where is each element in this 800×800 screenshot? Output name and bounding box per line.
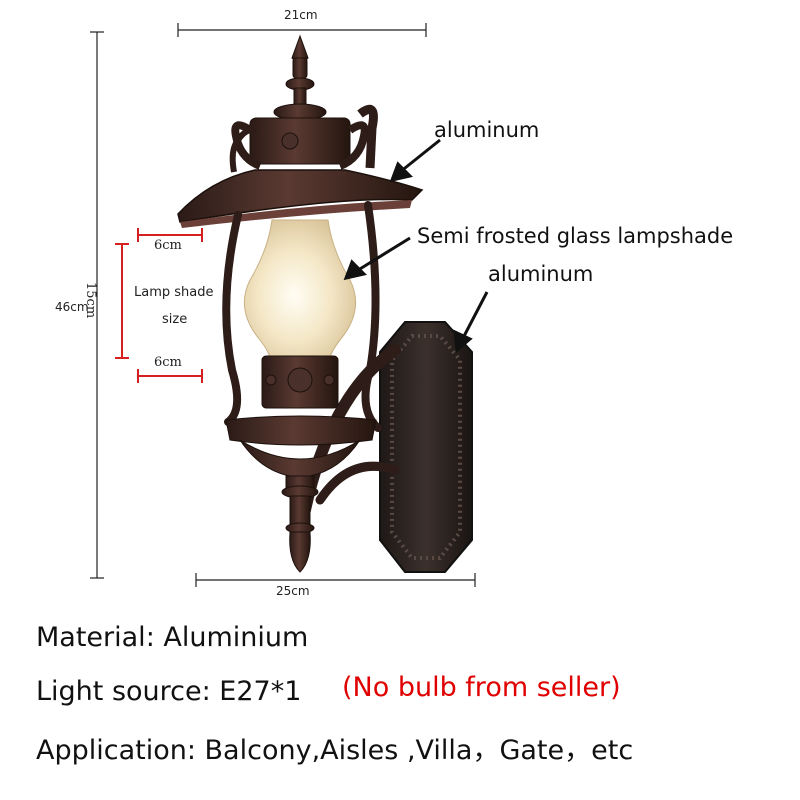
shade-bottom-label: 6cm [154, 355, 182, 370]
top-cap [229, 104, 378, 173]
spec-material: Material: Aluminium [36, 622, 309, 653]
callout-glass: Semi frosted glass lampshade [417, 224, 734, 248]
lamp-diagram [90, 23, 489, 587]
top-width-dimension-line [177, 23, 427, 37]
shade-top-label: 6cm [154, 238, 182, 253]
bottom-width-label: 25cm [276, 584, 310, 598]
callout-top-cap: aluminum [434, 118, 540, 142]
height-dimension-line [90, 31, 104, 579]
spec-application: Application: Balcony,Aisles ,Villa，Gate，… [36, 735, 634, 766]
shade-height-label: 15cm [83, 282, 98, 319]
callout-backplate: aluminum [488, 262, 594, 286]
shade-caption-line2: size [162, 312, 188, 327]
frosted-glass-shade [243, 219, 357, 359]
top-width-label: 21cm [284, 8, 318, 22]
bottom-width-dimension-line [195, 573, 476, 587]
spec-light-source: Light source: E27*1 [36, 676, 302, 707]
wall-backplate [379, 321, 473, 573]
lamp-cage [222, 201, 382, 432]
bulb-note: (No bulb from seller) [342, 672, 621, 703]
shade-dimension-lines [115, 228, 203, 383]
lamp-base [225, 355, 377, 573]
top-finial [273, 34, 327, 121]
lamp-hood [177, 169, 424, 223]
callout-arrows [343, 138, 489, 353]
height-label: 46cm [55, 300, 89, 314]
shade-caption-line1: Lamp shade [134, 285, 214, 300]
